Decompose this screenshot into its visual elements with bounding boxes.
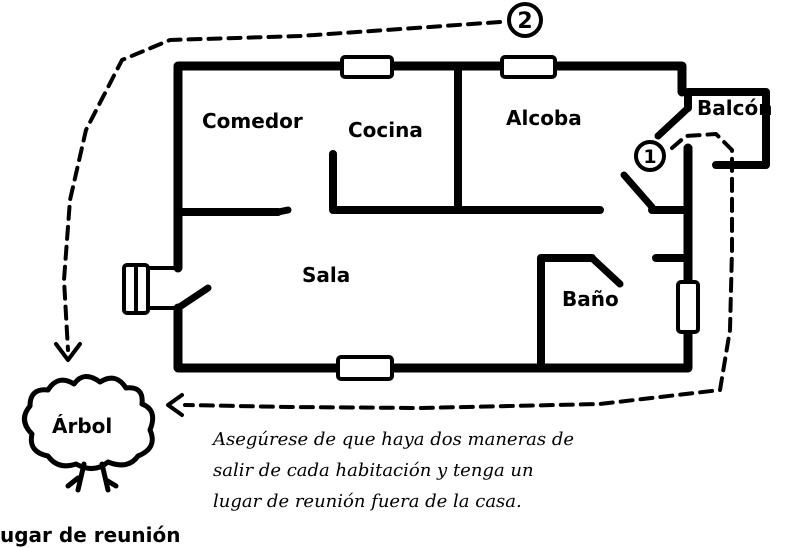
balcony-door <box>654 106 690 140</box>
escape-route-2 <box>62 20 502 352</box>
interior-walls <box>174 66 770 370</box>
doors <box>174 106 690 312</box>
arrow-head-route-1 <box>166 393 184 417</box>
marker-1-circle <box>634 140 666 172</box>
room-label-comedor: Comedor <box>202 109 303 133</box>
meeting-point-label: ugar de reunión <box>0 523 180 547</box>
window-sala-bottom <box>336 355 394 381</box>
arrow-head-route-2 <box>54 342 82 362</box>
tree <box>22 374 156 493</box>
route-marker-1: 1 <box>643 146 656 168</box>
caption: Asegúrese de que haya dos maneras de sal… <box>213 424 613 517</box>
window-bano <box>676 280 700 334</box>
window-alcoba <box>500 55 557 79</box>
room-label-cocina: Cocina <box>348 118 423 142</box>
sala-door <box>174 284 212 312</box>
tree-label: Árbol <box>52 414 112 438</box>
marker-2-circle <box>507 2 543 38</box>
caption-line-1: Asegúrese de que haya dos maneras de <box>213 429 575 450</box>
alcoba-door <box>620 171 656 211</box>
escape-route-1 <box>183 132 734 410</box>
caption-line-3: lugar de reunión fuera de la casa. <box>213 491 522 512</box>
caption-line-2: salir de cada habitación y tenga un <box>213 460 534 481</box>
room-label-alcoba: Alcoba <box>506 106 582 130</box>
room-label-balcon: Balcón <box>697 96 772 120</box>
room-label-sala: Sala <box>302 263 350 287</box>
bano-door <box>588 254 624 288</box>
hall-door <box>274 206 292 216</box>
window-comedor <box>340 55 394 79</box>
route-marker-2: 2 <box>517 9 532 34</box>
room-label-bano: Baño <box>562 287 619 311</box>
windows <box>122 55 700 381</box>
